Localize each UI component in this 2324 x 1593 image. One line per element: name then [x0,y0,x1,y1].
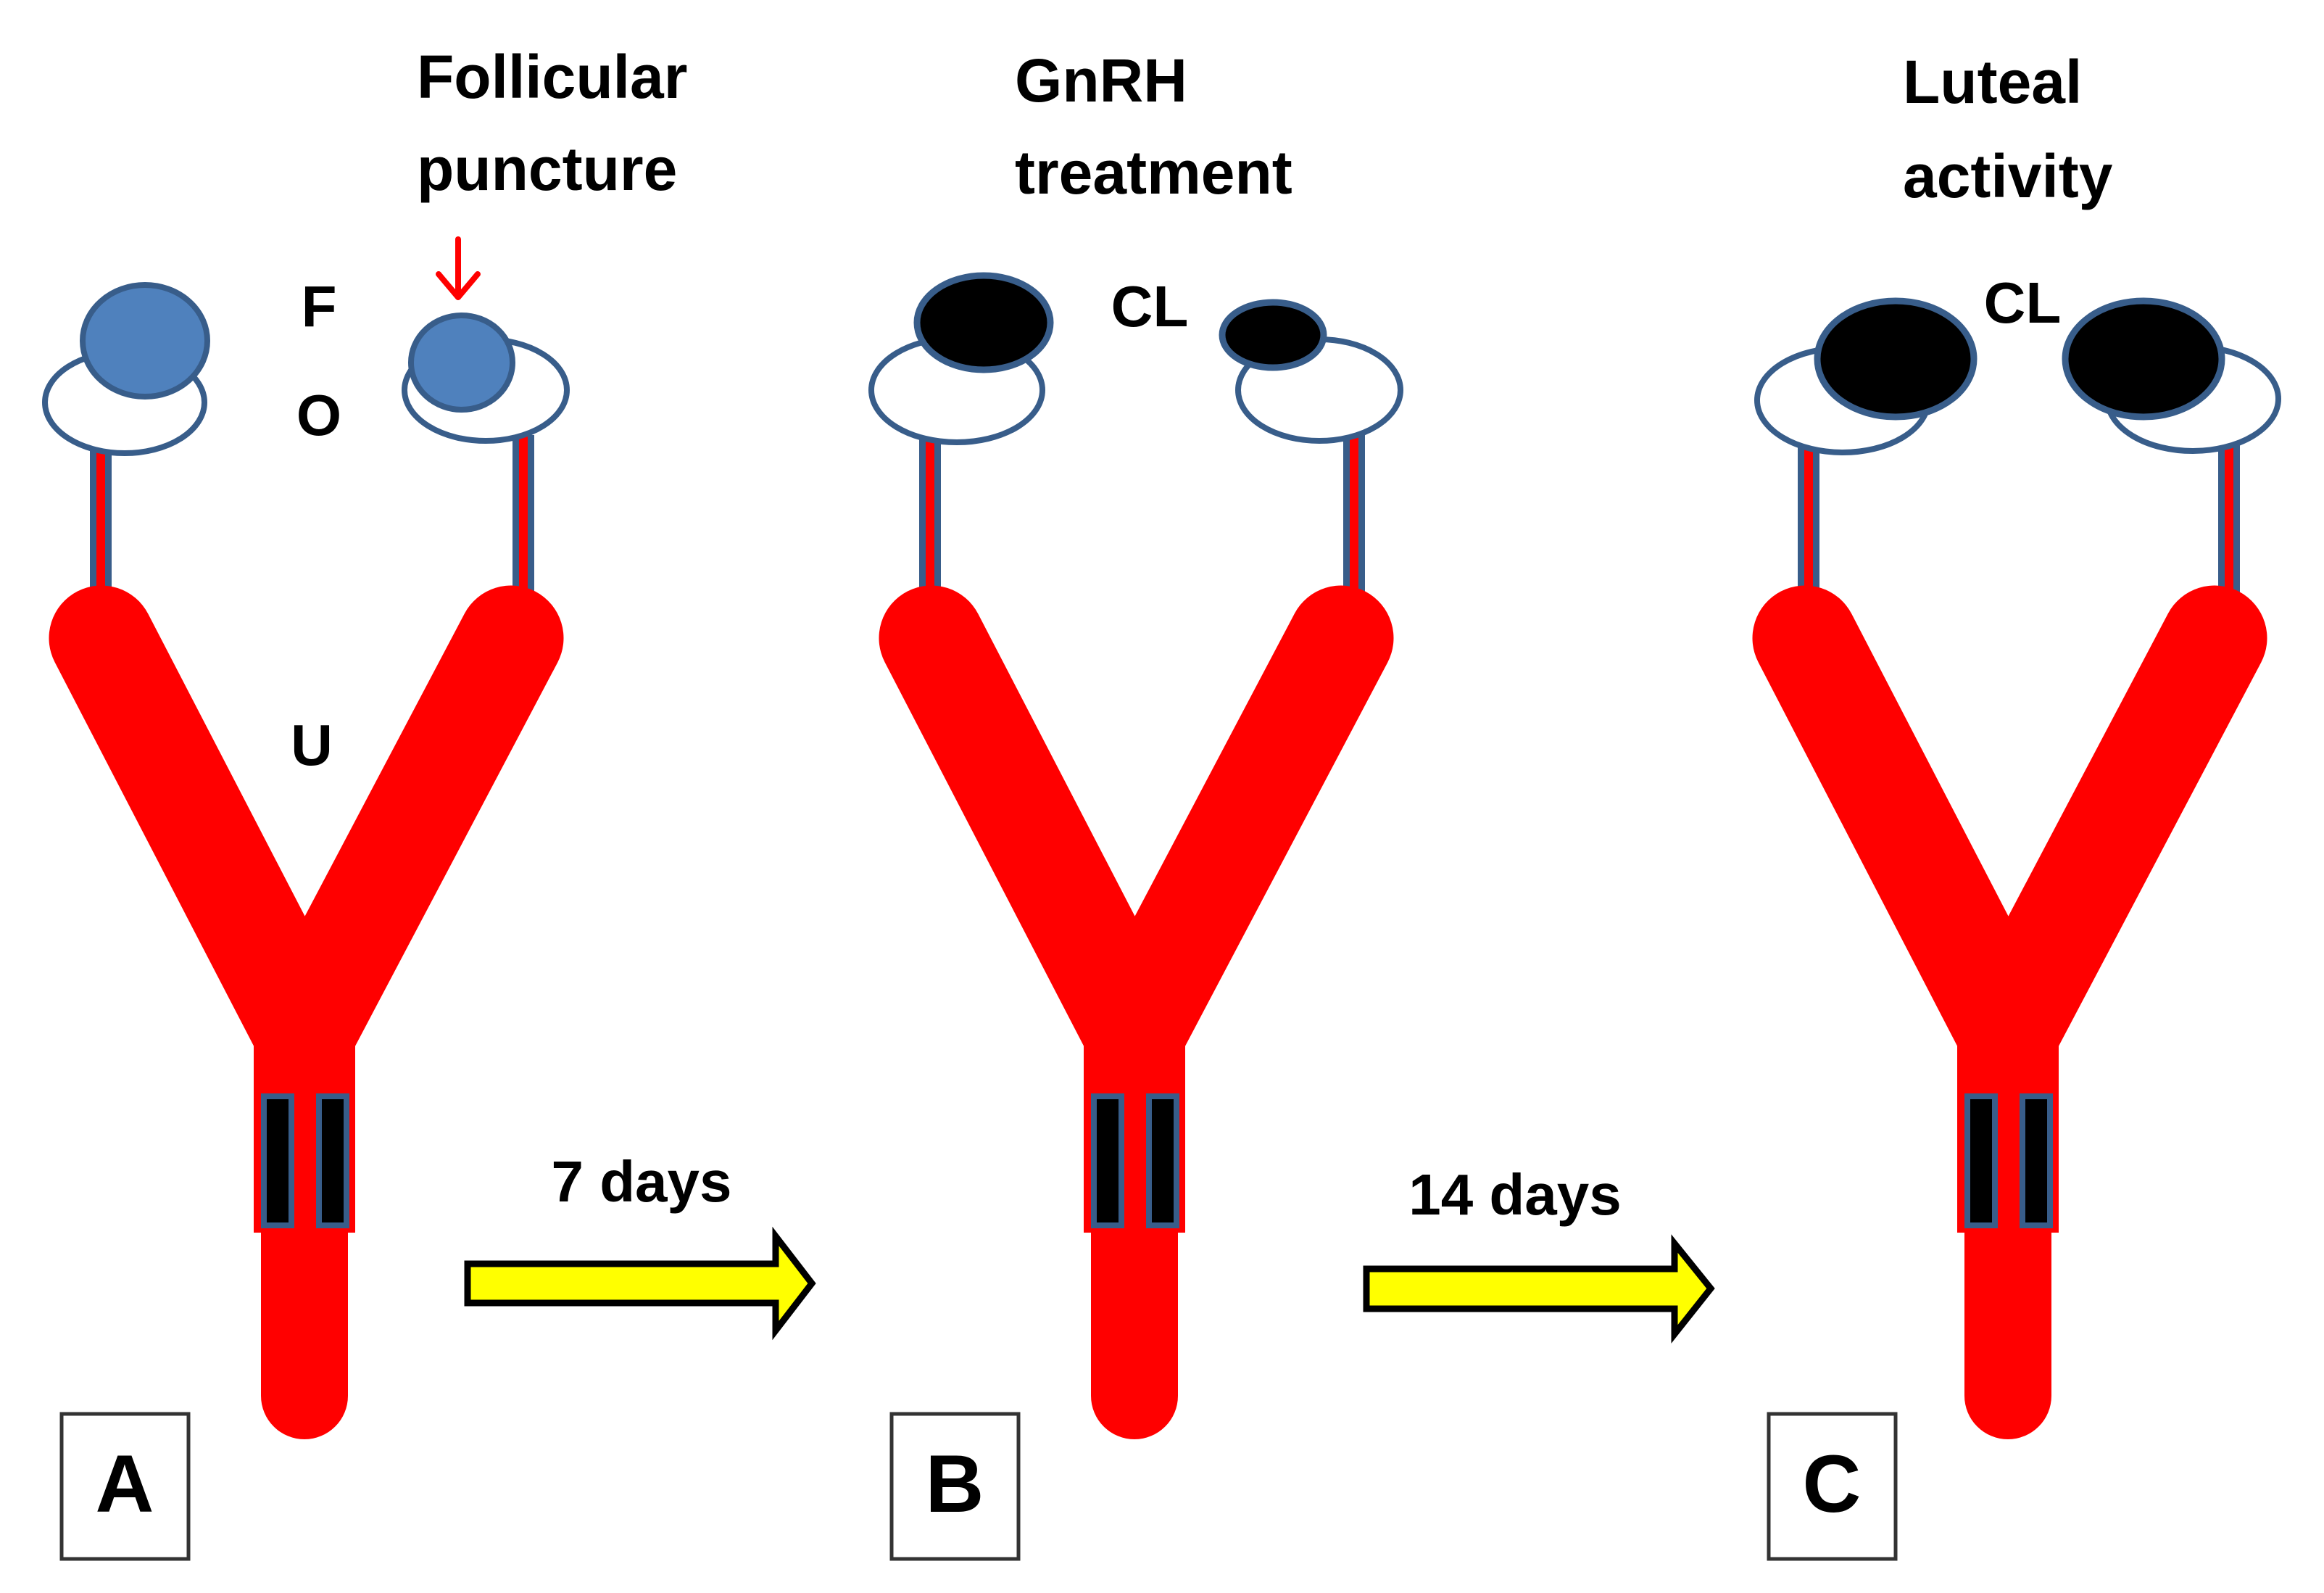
oviduct-right [2218,435,2240,598]
label-corpus-luteum: CL [1984,270,2062,335]
corpus-luteum-left [1814,297,1978,421]
corpus-luteum-left [913,272,1054,373]
transition-label-7-days: 7 days [551,1149,731,1214]
panel-b-box [889,1412,1021,1561]
heading-c-line1: Luteal [1903,48,2082,116]
transition-7-days: 7 days [464,1149,816,1341]
label-follicle: F [302,274,337,339]
transition-label-14-days: 14 days [1408,1162,1622,1227]
panel-c-letter: C [1803,1439,1862,1529]
heading-a-line2: puncture [417,135,677,203]
panel-a: Follicular puncture [42,43,687,1561]
label-uterus: U [291,713,333,777]
oviduct-right [1343,435,1365,598]
label-corpus-luteum: CL [1111,274,1189,339]
heading-c-line2: activity [1903,142,2113,210]
oviduct-left [90,439,112,605]
uterus-b [879,585,1394,1439]
follicle-right [408,313,515,413]
oviduct-left [919,439,941,605]
heading-b-line2: treatment [1015,138,1292,207]
oviduct-right [512,435,534,598]
corpus-luteum-right [2062,297,2225,421]
uterus-a [49,585,564,1439]
puncture-arrow-icon [436,236,481,300]
corpus-luteum-right [1219,299,1327,371]
transition-14-days: 14 days [1363,1162,1715,1344]
panel-c: Luteal activity CL C [1752,48,2281,1561]
panel-b-letter: B [926,1439,984,1529]
panel-a-letter: A [96,1439,154,1529]
heading-a-line1: Follicular [417,43,687,111]
right-arrow-icon [464,1226,816,1341]
panel-a-box [59,1412,191,1561]
heading-b-line1: GnRH [1015,46,1187,115]
follicle-left [80,282,210,400]
right-arrow-icon [1363,1234,1715,1344]
panel-b: GnRH treatment CL B [868,46,1403,1561]
panel-c-box [1767,1412,1898,1561]
uterus-c [1752,585,2267,1439]
oviduct-left [1798,439,1819,605]
label-ovary: O [296,383,341,447]
